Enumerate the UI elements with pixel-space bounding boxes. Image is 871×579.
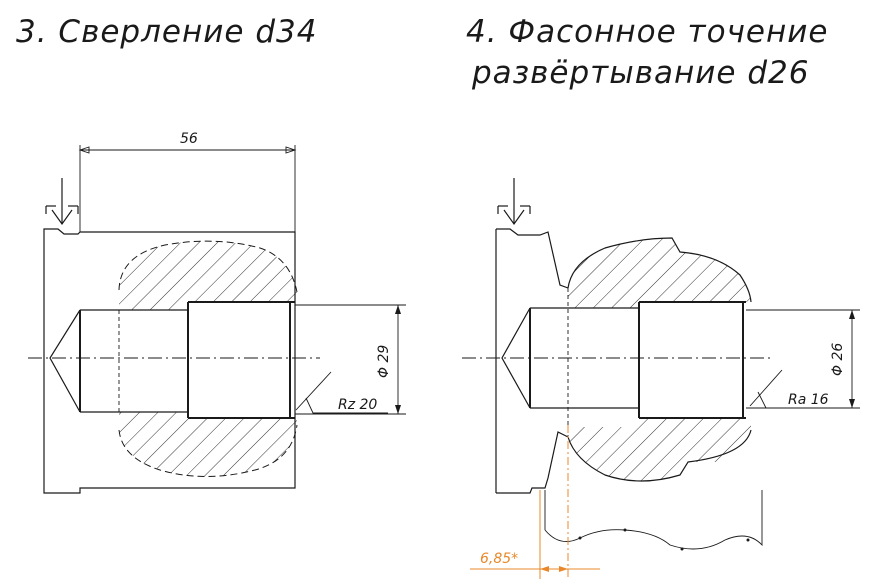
op3-tool-contour-bottom [118,424,298,477]
op4-break-point [746,538,750,542]
op4-roughness: Ra 16 [749,369,840,409]
op4-title-line2: развёртывание d26 [472,55,810,91]
op4-break-point [623,528,627,532]
op4-profile-bottom [567,429,752,482]
op3-tool-contour-top [118,240,298,293]
op4-datum-symbol [497,178,531,226]
op3-dim-length-value: 56 [180,131,198,147]
op3-roughness-value: Rz 20 [338,397,377,413]
op3-part-outline [43,228,296,494]
op3-dim-diameter-value: Φ 29 [376,345,392,378]
op4-hatch [568,238,751,481]
op4-break-point [680,547,684,551]
op4-dim-offset-value: 6,85* [480,551,518,567]
op4-outline-bottom-left [496,431,569,494]
op3-hatch [119,241,297,477]
op4-drill-tip [501,307,531,409]
op4-outline-top-left [496,228,569,289]
op4-title-line1: 4. Фасонное точение [466,14,829,50]
op4-roughness-value: Ra 16 [788,392,829,408]
op4-drawing: Φ 26 Ra 16 6,85* [462,178,860,579]
op3-roughness: Rz 20 [295,371,388,414]
op4-break-line [544,490,763,550]
op4-dim-offset: 6,85* [470,425,600,579]
op3-title: 3. Сверление d34 [16,14,318,50]
op4-profile-top [567,237,752,303]
op3-drill-tip [49,309,81,413]
op3-datum-symbol [45,178,79,226]
op4-break-point [578,536,582,540]
op3-dim-length: 56 [78,131,297,232]
op3-dim-diameter: Φ 29 [295,304,406,415]
op3-drawing: 56 Φ 29 Rz 20 [28,131,406,494]
op4-dim-diameter-value: Φ 26 [830,343,846,376]
